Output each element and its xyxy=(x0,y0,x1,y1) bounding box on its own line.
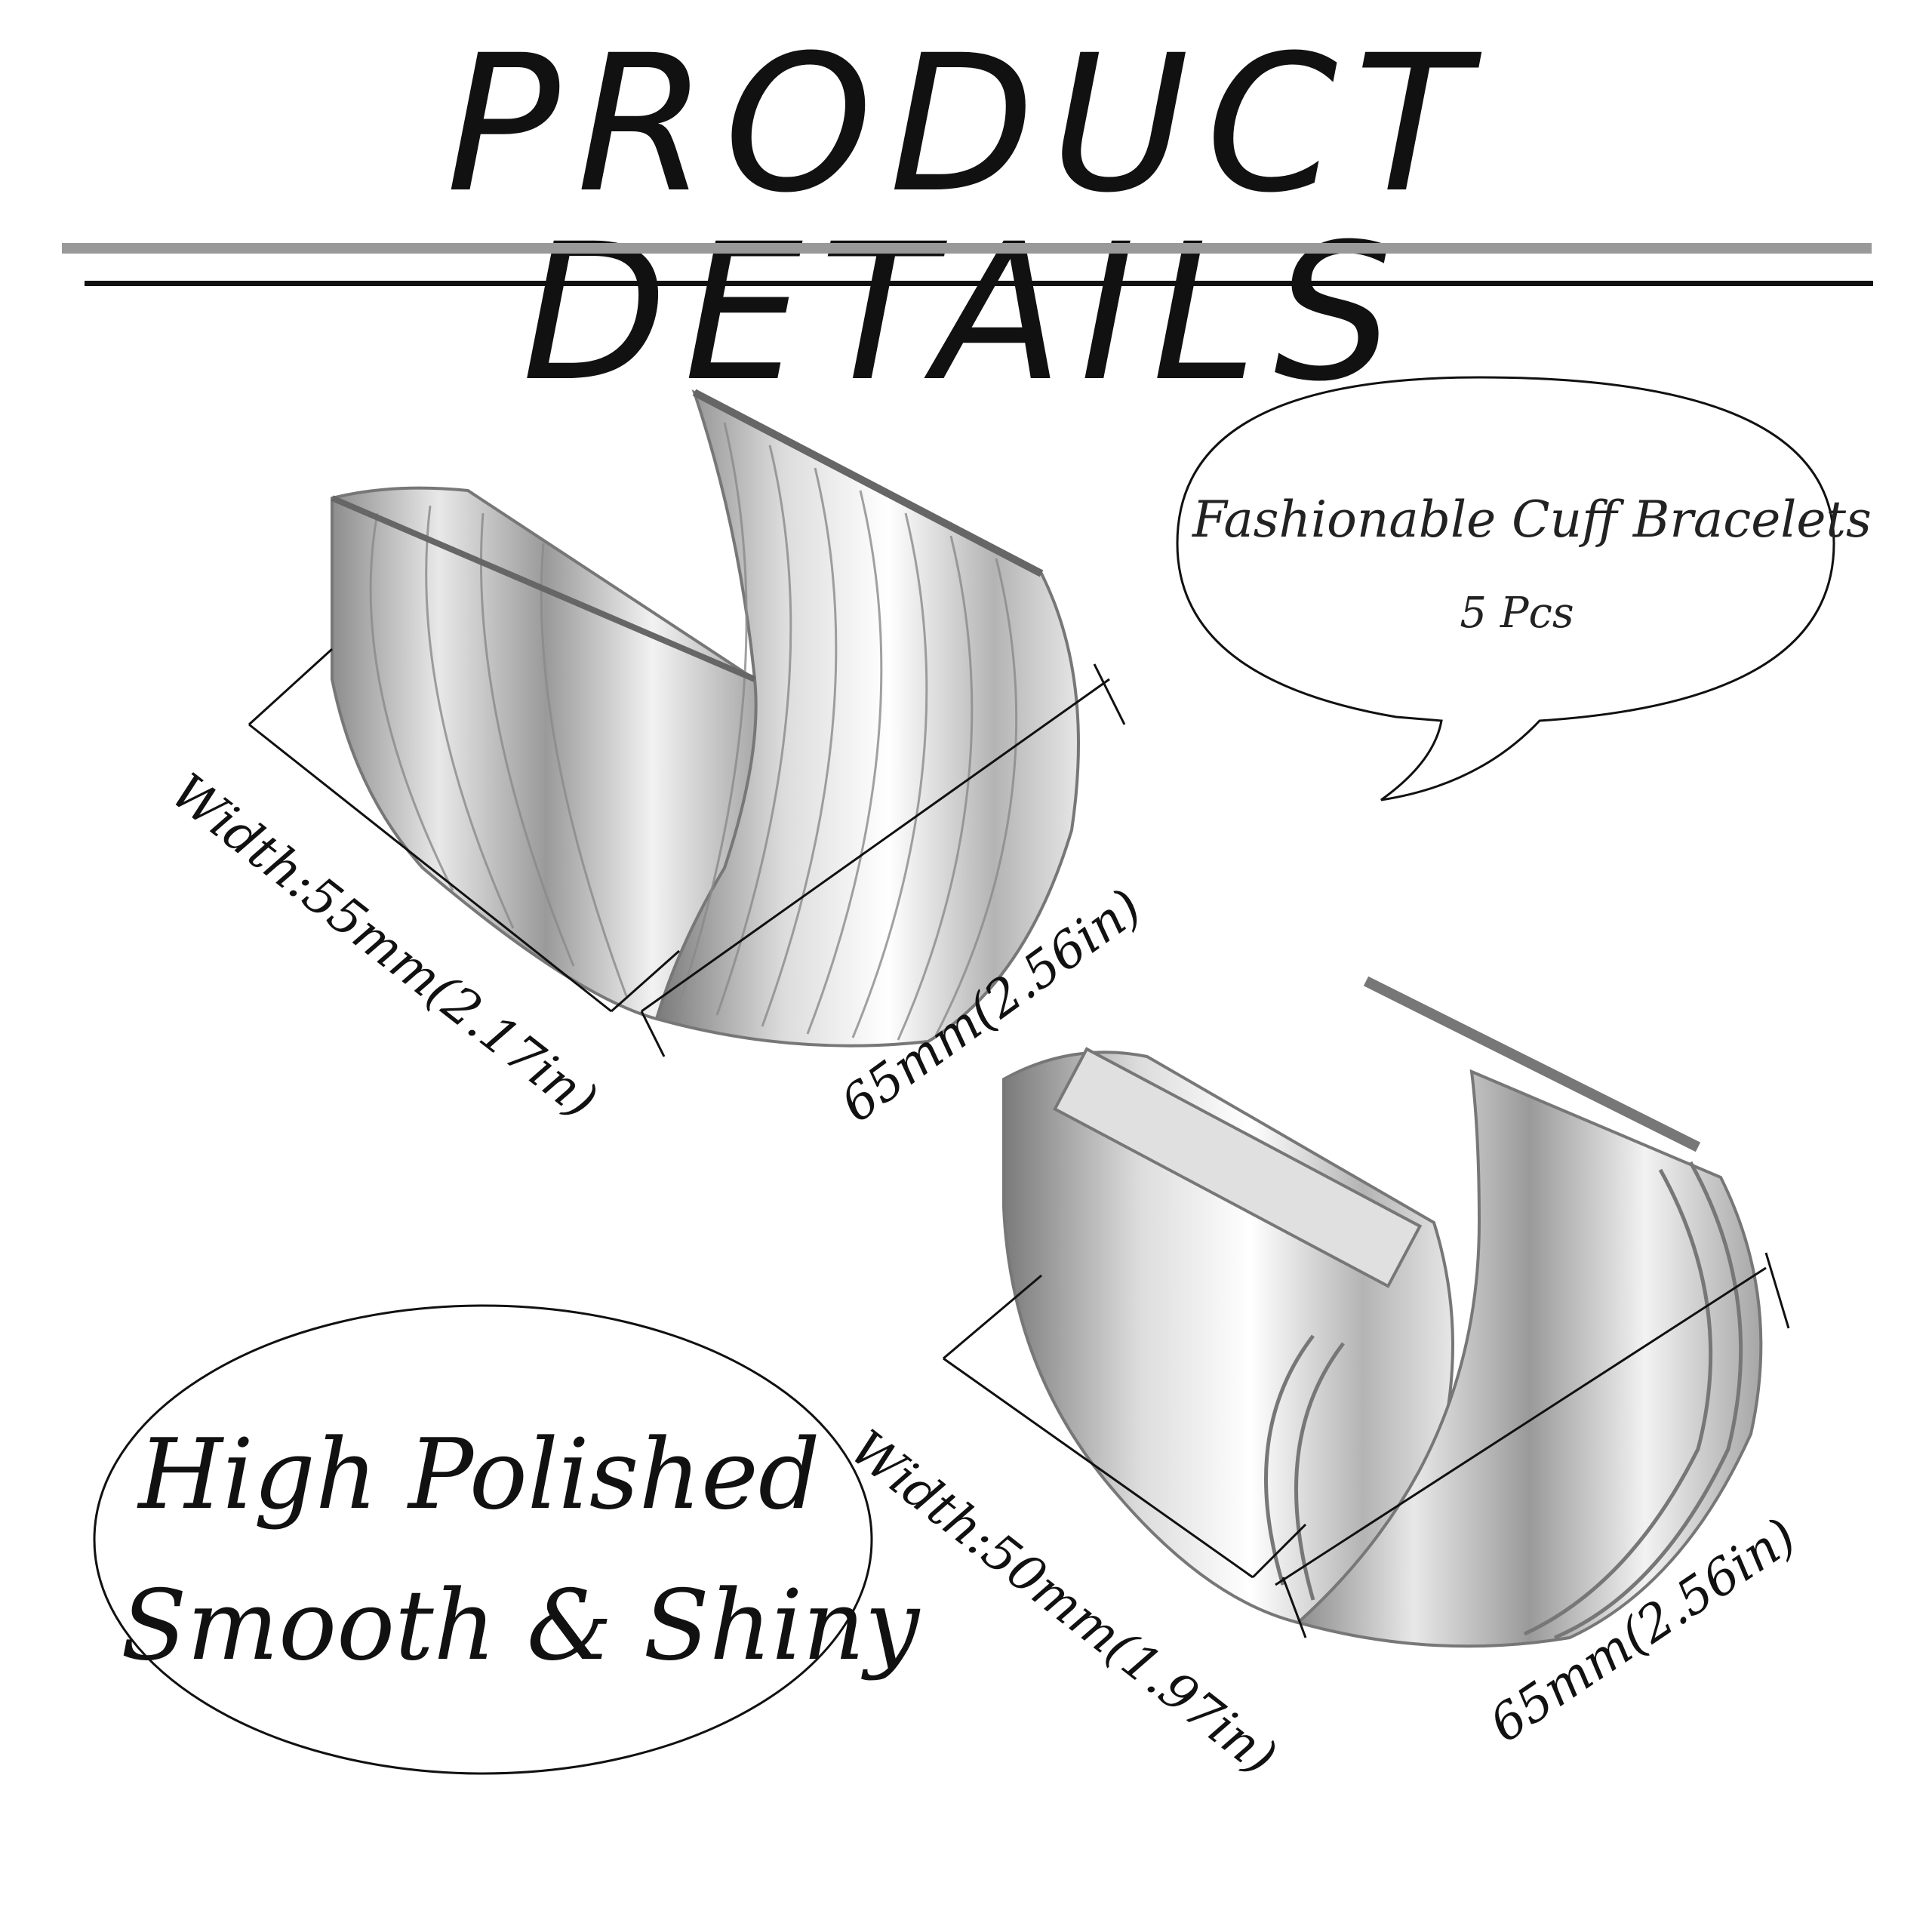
wire-cuff-bracelet xyxy=(331,389,1080,1048)
oval-line-2: Smooth & Shiny xyxy=(121,1570,920,1682)
plate-dimension-lines xyxy=(943,1252,1790,1638)
oval-line-1: High Polished xyxy=(138,1419,820,1531)
wire-dimension-lines xyxy=(248,648,1126,1057)
bubble-line-1: Fashionable Cuff Bracelets xyxy=(1192,491,1872,549)
divider-grey xyxy=(62,243,1872,254)
plate-cuff-bracelet xyxy=(1002,976,1763,1648)
divider-black xyxy=(85,281,1873,286)
feature-oval xyxy=(93,1304,873,1775)
speech-bubble xyxy=(1176,376,1835,801)
bubble-line-2: 5 Pcs xyxy=(1460,589,1574,638)
